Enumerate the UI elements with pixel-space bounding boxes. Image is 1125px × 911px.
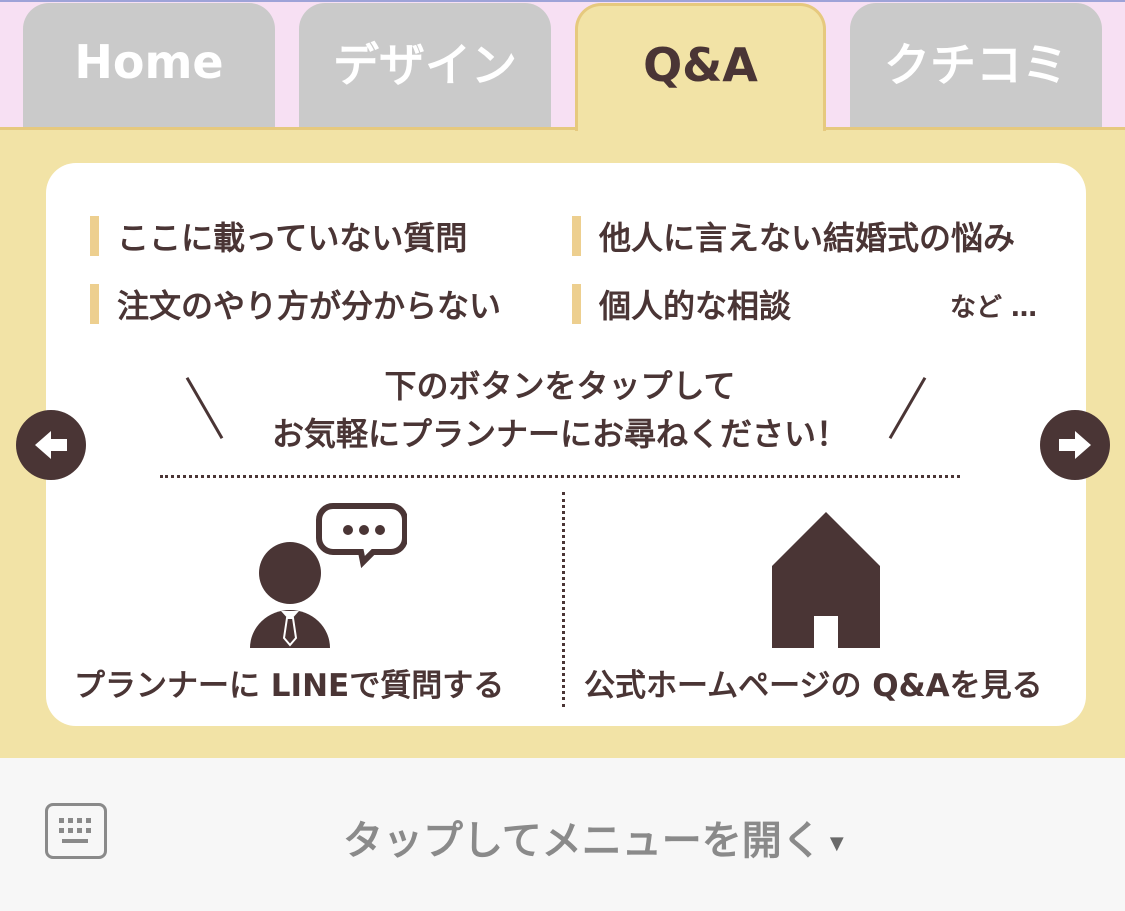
tab-qa[interactable]: Q&A xyxy=(575,3,826,131)
accent-bar xyxy=(572,216,581,256)
question-item: 個人的な相談 xyxy=(572,281,791,327)
keyboard-icon[interactable] xyxy=(45,803,107,859)
tab-design[interactable]: デザイン xyxy=(299,3,551,128)
accent-bar xyxy=(90,284,99,324)
tab-reviews[interactable]: クチコミ xyxy=(850,3,1102,128)
line-question-button[interactable]: プランナーに LINEで質問する xyxy=(60,492,560,712)
homepage-qa-label: 公式ホームページの Q&Aを見る xyxy=(584,668,1043,704)
caret-down-icon: ▼ xyxy=(829,832,844,854)
tab-home[interactable]: Home xyxy=(23,3,275,128)
homepage-qa-button[interactable]: 公式ホームページの Q&Aを見る xyxy=(568,492,1078,712)
arrow-right-icon xyxy=(1059,431,1091,459)
prompt-line-2: お気軽にプランナーにお尋ねください！ xyxy=(271,415,848,453)
etc-label: など … xyxy=(950,293,1038,323)
planner-chat-icon xyxy=(250,503,407,648)
question-item: 他人に言えない結婚式の悩み xyxy=(572,213,1015,259)
arrow-left-icon xyxy=(35,431,67,459)
accent-bar xyxy=(572,284,581,324)
next-arrow-button[interactable] xyxy=(1040,410,1110,480)
prompt-line-1: 下のボタンをタップして xyxy=(384,367,736,405)
qa-card: ここに載っていない質問 他人に言えない結婚式の悩み 注文のやり方が分からない 個… xyxy=(46,163,1086,726)
accent-bar xyxy=(90,216,99,256)
question-item: 注文のやり方が分からない xyxy=(90,281,501,327)
question-item: ここに載っていない質問 xyxy=(90,213,467,259)
tap-prompt: 下のボタンをタップして お気軽にプランナーにお尋ねください！ xyxy=(230,362,890,458)
divider-horizontal xyxy=(160,475,960,478)
rich-menu-bar[interactable]: タップしてメニューを開く▼ xyxy=(0,758,1125,911)
divider-vertical xyxy=(562,492,565,707)
prev-arrow-button[interactable] xyxy=(16,410,86,480)
line-question-label: プランナーに LINEで質問する xyxy=(74,668,505,704)
house-icon xyxy=(772,512,880,648)
open-menu-label[interactable]: タップしてメニューを開く▼ xyxy=(343,818,844,864)
